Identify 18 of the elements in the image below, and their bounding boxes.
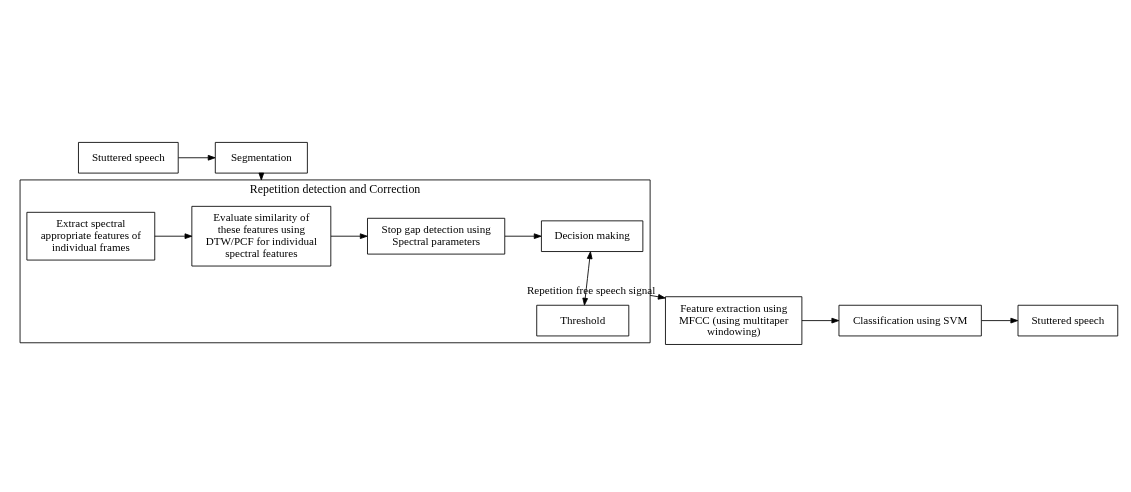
arrow [801, 317, 840, 324]
node-box: Threshold [536, 304, 630, 337]
node-box: Decision making [541, 220, 644, 252]
node-box: Stop gap detection using Spectral parameters [367, 217, 506, 255]
arrow [582, 251, 593, 306]
node-box: Classification using SVM [838, 304, 982, 337]
node-box: Evaluate similarity of these features using DTW/PCF for individual spectral features [191, 205, 332, 267]
node-box: Stuttered speech [1017, 304, 1119, 337]
node-box: Extract spectral appropriate features of individual frames [26, 211, 156, 261]
arrow [504, 233, 542, 239]
arrow [154, 233, 193, 239]
arrow [649, 294, 666, 300]
arrow [981, 317, 1019, 324]
edge-label: Repetition free speech signal [526, 283, 656, 296]
arrow [330, 233, 368, 239]
node-box: Feature extraction using MFCC (using multitaper windowing) [665, 296, 803, 345]
node-box: Stuttered speech [78, 142, 179, 174]
arrow [178, 154, 216, 161]
